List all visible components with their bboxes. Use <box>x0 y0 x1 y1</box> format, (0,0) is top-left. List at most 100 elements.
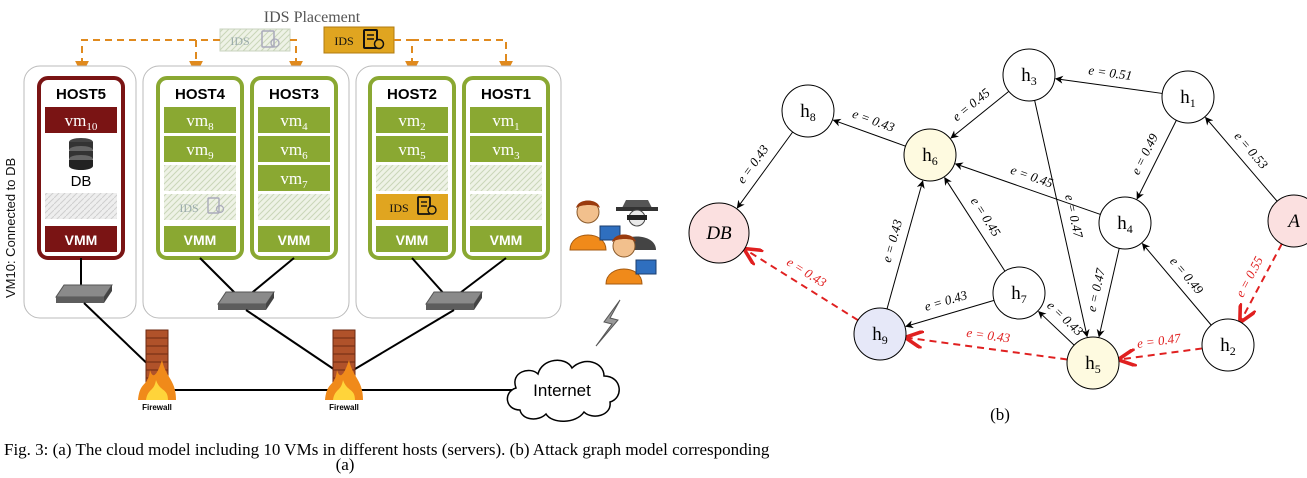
spy-icon <box>616 200 658 250</box>
internet-label: Internet <box>533 381 591 400</box>
host4-name: HOST4 <box>175 86 226 103</box>
host2-vm2: vm2 <box>398 111 425 133</box>
node-h1: h1 <box>1161 70 1215 124</box>
edge-h7-h6 <box>944 177 1006 272</box>
host2-name: HOST2 <box>387 86 437 103</box>
network-lines <box>83 302 512 391</box>
host3-vm6: vm6 <box>280 140 308 162</box>
node-h9: h9 <box>853 307 907 361</box>
attacker-user-icon-2 <box>605 234 657 285</box>
lightning-icon <box>595 299 621 347</box>
host1-vmm: VMM <box>490 232 523 248</box>
host3-vm7: vm7 <box>280 169 308 191</box>
node-h8: h8 <box>781 84 835 138</box>
edge-label-h4-h5: e = 0.47 <box>1084 266 1108 313</box>
switch-icon-2 <box>217 291 275 310</box>
host1-name: HOST1 <box>481 86 531 103</box>
switch-icon-1 <box>55 284 113 303</box>
edge-h2-h5 <box>1120 347 1203 359</box>
ids-badge-active: IDS <box>323 26 395 54</box>
host5: HOST5 vm10 DB VMM <box>37 76 125 260</box>
edge-label-h1-h3: e = 0.51 <box>1088 62 1133 83</box>
node-A: A <box>1267 194 1307 248</box>
host-cables <box>80 257 507 297</box>
edge-h5-h7 <box>1038 311 1075 346</box>
host3-name: HOST3 <box>269 86 319 103</box>
edge-label-h2-h5: e = 0.47 <box>1136 330 1182 351</box>
host4-vm9: vm9 <box>186 140 214 162</box>
host3: HOST3 vm4 vm6 vm7 VMM <box>250 76 338 260</box>
edge-label-h9-DB: e = 0.43 <box>784 254 829 290</box>
edge-label-h5-h9: e = 0.43 <box>966 325 1012 346</box>
cloud-model-panel: IDS Placement IDS IDS <box>3 9 658 474</box>
ids-active-icon <box>363 29 385 50</box>
node-label-DB: DB <box>705 223 732 244</box>
node-circle-A <box>1267 194 1307 248</box>
switch-icon-3 <box>425 291 483 310</box>
host1-vm3: vm3 <box>492 140 520 162</box>
figure-caption: Fig. 3: (a) The cloud model including 10… <box>4 440 770 459</box>
edge-h3-h5 <box>1034 100 1090 338</box>
ids-placement-title: IDS Placement <box>264 9 361 26</box>
edge-label-h4-h6: e = 0.45 <box>1009 162 1056 191</box>
node-circle-h7 <box>992 266 1046 320</box>
node-circle-h3 <box>1002 48 1056 102</box>
edge-label-h6-h8: e = 0.43 <box>850 106 897 135</box>
subfigure-label-a: (a) <box>336 455 355 474</box>
host2-vmm: VMM <box>396 232 429 248</box>
edge-label-A-h2: e = 0.55 <box>1232 253 1266 299</box>
internet-cloud: Internet <box>506 359 620 422</box>
edge-h1-h3 <box>1054 75 1163 94</box>
node-h7: h7 <box>992 266 1046 320</box>
edge-label-h7-h6: e = 0.45 <box>968 194 1005 239</box>
firewall-label-2: Firewall <box>329 403 359 412</box>
edge-label-h2-h4: e = 0.49 <box>1167 254 1207 298</box>
edge-h9-DB <box>745 249 859 322</box>
host5-name: HOST5 <box>56 86 106 103</box>
ids-ghost-label: IDS <box>230 34 249 48</box>
host5-vmm: VMM <box>65 232 98 248</box>
host4-vmm: VMM <box>184 232 217 248</box>
edge-A-h1 <box>1205 116 1278 202</box>
vm10-vertical-label: VM10: Connected to DB <box>3 158 18 298</box>
edge-label-A-h1: e = 0.53 <box>1231 129 1271 172</box>
edge-h4-h5 <box>1096 248 1120 338</box>
node-circle-h8 <box>781 84 835 138</box>
node-circle-DB <box>688 202 750 264</box>
db-label: DB <box>71 173 92 190</box>
host4-ids-ghost: IDS <box>179 201 198 215</box>
node-h3: h3 <box>1002 48 1056 102</box>
database-icon <box>69 138 93 170</box>
node-h2: h2 <box>1201 318 1255 372</box>
node-circle-h5 <box>1066 336 1120 390</box>
node-circle-h2 <box>1201 318 1255 372</box>
edge-h8-DB <box>736 131 794 209</box>
firewall-icon-1: Firewall <box>138 329 176 412</box>
edge-h3-h6 <box>950 90 1010 139</box>
edge-label-h8-DB: e = 0.43 <box>734 142 772 187</box>
edge-label-h3-h5: e = 0.47 <box>1062 193 1086 239</box>
edge-h4-h6 <box>954 162 1101 215</box>
subfigure-label-b: (b) <box>990 405 1010 424</box>
firewall-label-1: Firewall <box>142 403 172 412</box>
edge-label-h1-h4: e = 0.49 <box>1128 131 1161 177</box>
edge-label-h3-h6: e = 0.45 <box>949 85 993 125</box>
node-h6: h6 <box>903 128 957 182</box>
host2-ids-icon <box>417 196 437 215</box>
ids-badge-ghost: IDS <box>219 28 291 52</box>
host2-vm5: vm5 <box>398 140 426 162</box>
edge-A-h2 <box>1241 243 1283 321</box>
host3-vm4: vm4 <box>280 111 308 133</box>
node-DB: DB <box>688 202 750 264</box>
node-h5: h5 <box>1066 336 1120 390</box>
edge-h7-h9 <box>905 299 995 329</box>
host3-vmm: VMM <box>278 232 311 248</box>
host1: HOST1 vm1 vm3 VMM <box>462 76 550 260</box>
edge-h5-h9 <box>907 338 1068 361</box>
node-circle-h1 <box>1161 70 1215 124</box>
firewall-icon-2: Firewall <box>325 329 363 412</box>
edge-h6-h8 <box>832 118 906 147</box>
